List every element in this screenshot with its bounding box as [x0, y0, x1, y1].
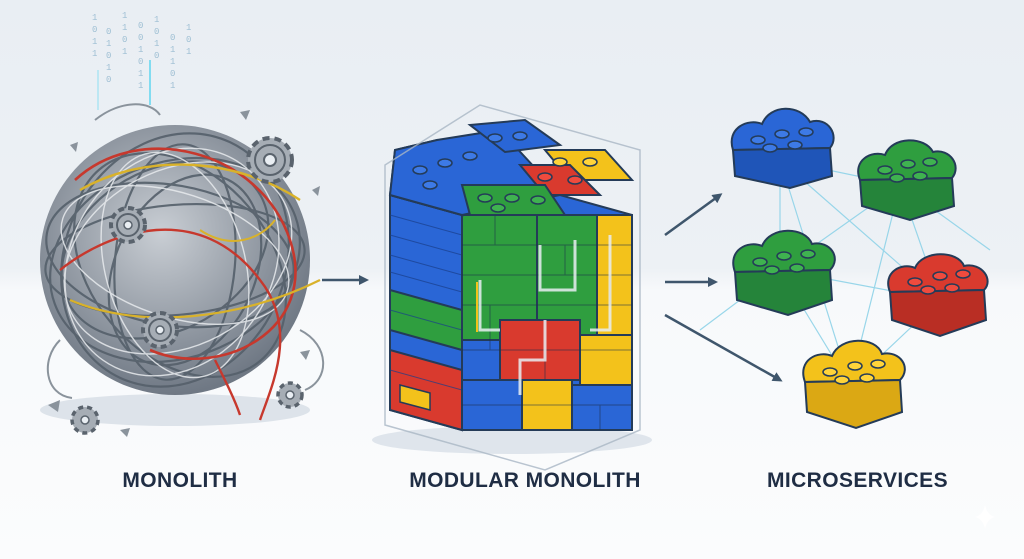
- service-brick-blue: [730, 107, 835, 190]
- svg-text:0: 0: [138, 21, 143, 31]
- internal-connectors: [478, 235, 612, 395]
- svg-text:1: 1: [170, 81, 175, 91]
- gear-icon: [276, 381, 304, 409]
- svg-text:0: 0: [170, 69, 175, 79]
- svg-text:1: 1: [106, 63, 111, 73]
- svg-text:1: 1: [170, 45, 175, 55]
- svg-text:0: 0: [138, 33, 143, 43]
- brick-cube-icon: [384, 104, 641, 471]
- svg-text:1: 1: [186, 47, 191, 57]
- svg-text:1: 1: [106, 39, 111, 49]
- service-brick-red: [887, 253, 989, 338]
- service-brick-yellow: [802, 339, 906, 430]
- svg-text:1: 1: [170, 57, 175, 67]
- brick-studs: [412, 131, 598, 213]
- gear-icon: [246, 136, 294, 184]
- label-monolith: MONOLITH: [122, 469, 238, 492]
- svg-text:1: 1: [92, 49, 97, 59]
- glass-boundary: [384, 104, 641, 471]
- arrow-to-service-1: [664, 193, 723, 237]
- svg-text:1: 1: [186, 23, 191, 33]
- svg-text:0: 0: [106, 51, 111, 61]
- svg-text:1: 1: [138, 81, 143, 91]
- modular-shadow: [372, 426, 652, 454]
- svg-text:0: 0: [170, 33, 175, 43]
- label-modular-monolith: MODULAR MONOLITH: [409, 469, 641, 492]
- service-brick-green: [732, 229, 836, 317]
- gear-icon: [70, 405, 100, 435]
- svg-text:1: 1: [122, 23, 127, 33]
- gear-icon: [141, 311, 179, 349]
- arrow-to-service-3: [664, 313, 783, 382]
- svg-text:1: 1: [138, 69, 143, 79]
- svg-text:1: 1: [122, 11, 127, 21]
- cloud-brick-icon: [699, 107, 991, 430]
- svg-text:0: 0: [122, 35, 127, 45]
- svg-text:1: 1: [138, 45, 143, 55]
- svg-text:1: 1: [92, 13, 97, 23]
- debris: [48, 110, 320, 437]
- svg-text:0: 0: [154, 51, 159, 61]
- svg-text:1: 1: [122, 47, 127, 57]
- svg-text:0: 0: [186, 35, 191, 45]
- svg-text:0: 0: [154, 27, 159, 37]
- service-brick-green: [857, 139, 957, 222]
- sparkle-icon: [975, 505, 995, 529]
- monolith-shadow: [40, 394, 310, 426]
- svg-text:1: 1: [154, 15, 159, 25]
- svg-text:0: 0: [138, 57, 143, 67]
- svg-text:0: 0: [106, 75, 111, 85]
- svg-text:1: 1: [154, 39, 159, 49]
- svg-text:1: 1: [92, 37, 97, 47]
- svg-text:0: 0: [92, 25, 97, 35]
- svg-text:0: 0: [106, 27, 111, 37]
- gear-icon: [109, 206, 147, 244]
- label-microservices: MICROSERVICES: [766, 469, 948, 492]
